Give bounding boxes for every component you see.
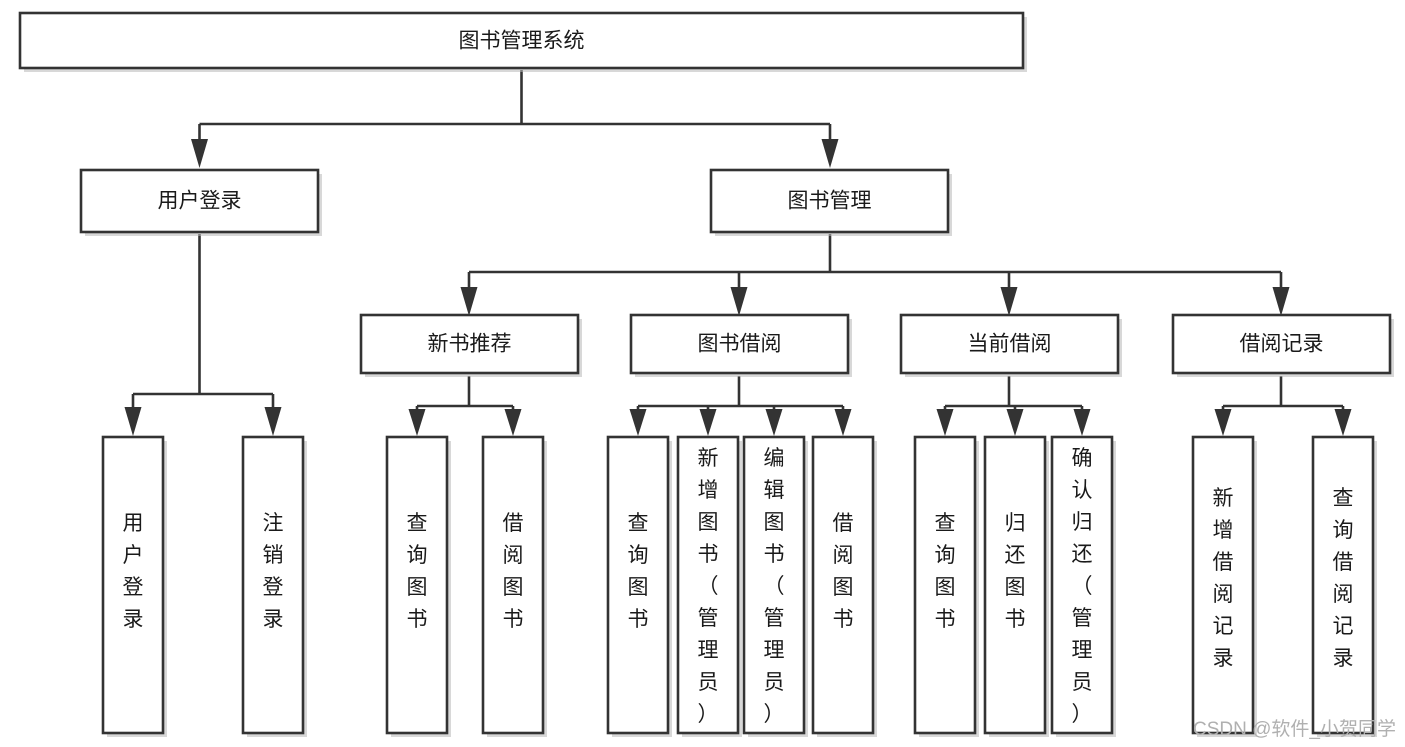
leaf-user-login-label: 用户登录 [123, 512, 144, 631]
node-book-borrow-label: 图书借阅 [698, 333, 782, 356]
connector-layer [124, 70, 1352, 436]
node-user-login-box [79, 168, 320, 234]
leaf-query-book-3-label: 查询图书 [935, 512, 956, 631]
leaf-edit-book-label: 编辑图书（管理员） [764, 447, 785, 726]
arrowhead-current-borrow [1000, 287, 1018, 316]
leaf-add-record-label: 新增借阅记录 [1213, 487, 1234, 670]
leaf-confirm-return-label: 确认归还（管理员） [1072, 447, 1093, 726]
node-user-login-label: 用户登录 [158, 190, 242, 213]
arrowhead-leaf-add-record [1214, 409, 1232, 436]
node-current-borrow-label: 当前借阅 [968, 333, 1052, 356]
node-book-management-label: 图书管理 [788, 190, 872, 213]
arrowhead-book-borrow [730, 287, 748, 316]
arrowhead-user-login [191, 139, 208, 168]
node-root-box [18, 11, 1025, 70]
leaf-logout-label: 注销登录 [263, 512, 284, 631]
leaf-logout-box [241, 435, 305, 735]
arrowhead-leaf-return-book [1006, 409, 1024, 436]
arrowhead-leaf-query-book-3 [936, 409, 954, 436]
leaf-query-book-3-box [913, 435, 977, 735]
leaf-return-book-label: 归还图书 [1005, 512, 1026, 631]
leaf-confirm-return-box [1050, 435, 1114, 735]
node-new-book-recommend[interactable]: 新书推荐 [359, 313, 582, 377]
leaf-query-book-3[interactable]: 查询图书 [913, 435, 979, 737]
leaf-edit-book-box [742, 435, 806, 735]
leaf-query-record-box [1311, 435, 1375, 735]
arrowhead-leaf-add-book [699, 409, 717, 436]
leaf-user-login-box [101, 435, 165, 735]
leaf-query-book-1-box [385, 435, 449, 735]
arrowhead-leaf-borrow-book-1 [504, 409, 522, 436]
arrowhead-leaf-confirm-return [1073, 409, 1091, 436]
node-current-borrow-box [899, 313, 1120, 375]
leaf-borrow-book-1-box [481, 435, 545, 735]
node-borrow-record[interactable]: 借阅记录 [1171, 313, 1394, 377]
node-book-management[interactable]: 图书管理 [709, 168, 952, 236]
leaf-query-book-1[interactable]: 查询图书 [385, 435, 451, 737]
arrowhead-leaf-edit-book [765, 409, 783, 436]
arrowhead-new-book-recommend [460, 287, 478, 316]
leaf-borrow-book-2[interactable]: 借阅图书 [811, 435, 877, 737]
arrowhead-leaf-query-book-2 [629, 409, 647, 436]
leaf-user-login[interactable]: 用户登录 [101, 435, 167, 737]
leaf-add-record-box [1191, 435, 1255, 735]
leaf-query-book-2-label: 查询图书 [628, 512, 649, 631]
arrowhead-leaf-query-record [1334, 409, 1352, 436]
leaf-query-record[interactable]: 查询借阅记录 [1311, 435, 1377, 737]
node-user-login[interactable]: 用户登录 [79, 168, 322, 236]
node-book-borrow[interactable]: 图书借阅 [629, 313, 852, 377]
node-borrow-record-box [1171, 313, 1392, 375]
leaf-confirm-return[interactable]: 确认归还（管理员） [1050, 435, 1116, 737]
leaf-add-book-label: 新增图书（管理员） [698, 447, 719, 726]
node-book-borrow-box [629, 313, 850, 375]
leaf-borrow-book-1[interactable]: 借阅图书 [481, 435, 547, 737]
leaf-add-record[interactable]: 新增借阅记录 [1191, 435, 1257, 737]
node-new-book-recommend-label: 新书推荐 [428, 333, 512, 356]
arrowhead-leaf-borrow-book-2 [834, 409, 852, 436]
leaf-query-record-label: 查询借阅记录 [1333, 487, 1354, 670]
node-root[interactable]: 图书管理系统 [18, 11, 1027, 72]
leaf-logout[interactable]: 注销登录 [241, 435, 307, 737]
arrowhead-leaf-logout [264, 407, 282, 436]
arrowhead-book-management [821, 139, 839, 168]
csdn-watermark: CSDN @软件_小贺同学 [1193, 718, 1396, 740]
leaf-borrow-book-1-label: 借阅图书 [503, 512, 524, 631]
leaf-edit-book[interactable]: 编辑图书（管理员） [742, 435, 808, 737]
leaf-query-book-2-box [606, 435, 670, 735]
node-new-book-recommend-box [359, 313, 580, 375]
leaf-return-book[interactable]: 归还图书 [983, 435, 1049, 737]
arrowhead-leaf-query-book-1 [408, 409, 426, 436]
leaf-add-book-box [676, 435, 740, 735]
node-root-label: 图书管理系统 [459, 30, 585, 53]
arrowhead-leaf-user-login [124, 407, 142, 436]
leaf-query-book-1-label: 查询图书 [407, 512, 428, 631]
arrowhead-borrow-record [1272, 287, 1290, 316]
leaf-borrow-book-2-box [811, 435, 875, 735]
leaf-add-book[interactable]: 新增图书（管理员） [676, 435, 742, 737]
leaf-borrow-book-2-label: 借阅图书 [833, 512, 854, 631]
node-current-borrow[interactable]: 当前借阅 [899, 313, 1122, 377]
node-book-management-box [709, 168, 950, 234]
node-borrow-record-label: 借阅记录 [1240, 333, 1324, 356]
leaf-return-book-box [983, 435, 1047, 735]
leaf-query-book-2[interactable]: 查询图书 [606, 435, 672, 737]
